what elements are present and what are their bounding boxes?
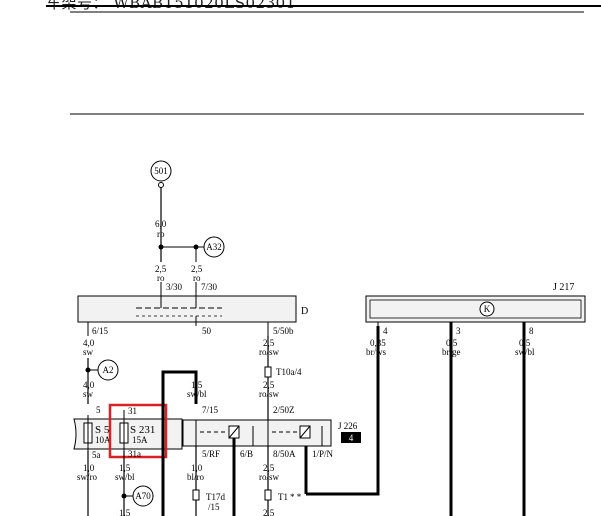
j217-pin8: 8 bbox=[529, 326, 534, 336]
wire-550b-color: ro/sw bbox=[259, 347, 280, 357]
wire-25b-size: 2,5 bbox=[263, 508, 275, 516]
s231-highlight bbox=[108, 403, 168, 459]
relay-j226-tag bbox=[341, 432, 361, 443]
wire-501-size: 6,0 bbox=[155, 219, 167, 229]
wire-31a-color: sw/bl bbox=[115, 472, 135, 482]
node-501-label: 501 bbox=[154, 166, 168, 176]
module-j217-k: K bbox=[484, 304, 491, 314]
node-a2-label: A2 bbox=[103, 365, 114, 375]
panel-d bbox=[77, 295, 297, 323]
pin-1pn-label: 1/P/N bbox=[312, 449, 334, 459]
wire-5a-color: sw/ro bbox=[77, 472, 97, 482]
module-j217-name: J 217 bbox=[553, 282, 574, 293]
wire-t10a-color: ro/sw bbox=[259, 389, 280, 399]
j217-pin3: 3 bbox=[456, 326, 461, 336]
pin-6b-label: 6/B bbox=[240, 449, 253, 459]
j217-w3-color: br/ge bbox=[442, 347, 461, 357]
j217-w4-size: 0,35 bbox=[370, 338, 386, 348]
pin-5rf-label: 5/RF bbox=[202, 449, 220, 459]
connector-t1-stars: * * bbox=[290, 492, 302, 502]
wire-5a-size: 1,0 bbox=[83, 463, 95, 473]
connector-t17d-sub: /15 bbox=[208, 502, 220, 512]
wire-a2-size: 4,0 bbox=[83, 380, 95, 390]
pin-730-label: 7/30 bbox=[201, 282, 218, 292]
module-j217-k-circle bbox=[479, 301, 495, 317]
j217-pin4: 4 bbox=[383, 326, 388, 336]
wire-a32r-size: 2,5 bbox=[191, 264, 203, 274]
wire-501-color: ro bbox=[157, 229, 165, 239]
wire-615-color: sw bbox=[83, 347, 94, 357]
node-501 bbox=[150, 160, 172, 182]
pin-50-label: 50 bbox=[202, 326, 212, 336]
wire-5rf-size: 1,0 bbox=[191, 463, 203, 473]
j217-w8-color: sw/bl bbox=[515, 347, 535, 357]
pin-250z-label: 2/50Z bbox=[273, 405, 295, 415]
j217-w4-color: br/ws bbox=[366, 347, 386, 357]
relay-coil-b-diag bbox=[299, 425, 311, 439]
pin-850a-label: 8/50A bbox=[273, 449, 296, 459]
relay-coil-a-diag bbox=[228, 425, 240, 439]
wire-31a-size: 1,5 bbox=[119, 463, 131, 473]
fuse-s5-out: 5a bbox=[92, 450, 101, 460]
relay-j226-name: J 226 bbox=[338, 421, 358, 431]
panel-d-label: D bbox=[301, 306, 308, 317]
node-501-dot bbox=[158, 182, 164, 188]
s231-name: S 231 bbox=[130, 424, 155, 436]
connector-t10a-label: T10a/4 bbox=[276, 367, 302, 377]
connector-t17d-label: T17d bbox=[206, 492, 225, 502]
node-a32-label: A32 bbox=[206, 242, 222, 252]
j217-w8-size: 0,5 bbox=[519, 338, 531, 348]
connector-t1 bbox=[264, 489, 272, 501]
wire-a32l-size: 2,5 bbox=[155, 264, 167, 274]
fuse-s5-name: S 5 bbox=[95, 424, 110, 436]
connector-t10a bbox=[264, 366, 272, 378]
relay-j226-tag-label: 4 bbox=[349, 433, 354, 443]
node-a70 bbox=[132, 485, 154, 507]
pin-330-label: 3/30 bbox=[166, 282, 183, 292]
wire-1pn-to-j217 bbox=[306, 326, 380, 496]
node-a2 bbox=[97, 359, 119, 381]
wire-850a-color: ro/sw bbox=[259, 472, 280, 482]
fuse-s5-pin: 5 bbox=[96, 405, 101, 415]
s231-rating: 15A bbox=[132, 435, 148, 445]
wire-15a-size: 1,5 bbox=[119, 508, 131, 516]
node-a70-label: A70 bbox=[135, 491, 151, 501]
wire-t10a-size: 2,5 bbox=[263, 380, 275, 390]
s231-in-label: 31 bbox=[128, 406, 137, 416]
connector-t17d bbox=[192, 489, 200, 501]
wire-a2-color: sw bbox=[83, 389, 94, 399]
wire-s231-feed bbox=[161, 370, 198, 516]
wire-5rf-color: bl/ro bbox=[187, 472, 204, 482]
wire-715-size: 1,5 bbox=[191, 380, 203, 390]
pin-715-label: 7/15 bbox=[202, 405, 219, 415]
wire-715-color: sw/bl bbox=[187, 389, 207, 399]
wire-a32l-color: ro bbox=[157, 273, 165, 283]
module-j217-inner bbox=[369, 299, 582, 319]
node-a32 bbox=[203, 236, 225, 258]
wire-850a-size: 2,5 bbox=[263, 463, 275, 473]
connector-t1-label: T1 bbox=[278, 492, 288, 502]
pin-615-label: 6/15 bbox=[92, 326, 109, 336]
wire-a32r-color: ro bbox=[193, 273, 201, 283]
j217-w3-size: 0,5 bbox=[446, 338, 458, 348]
pin-550b-label: 5/50b bbox=[273, 326, 294, 336]
wire-550b-size: 2,5 bbox=[263, 338, 275, 348]
s231-out-label: 31a bbox=[128, 449, 141, 459]
wire-615-size: 4,0 bbox=[83, 338, 95, 348]
fuse-s5-rating: 10A bbox=[95, 435, 111, 445]
